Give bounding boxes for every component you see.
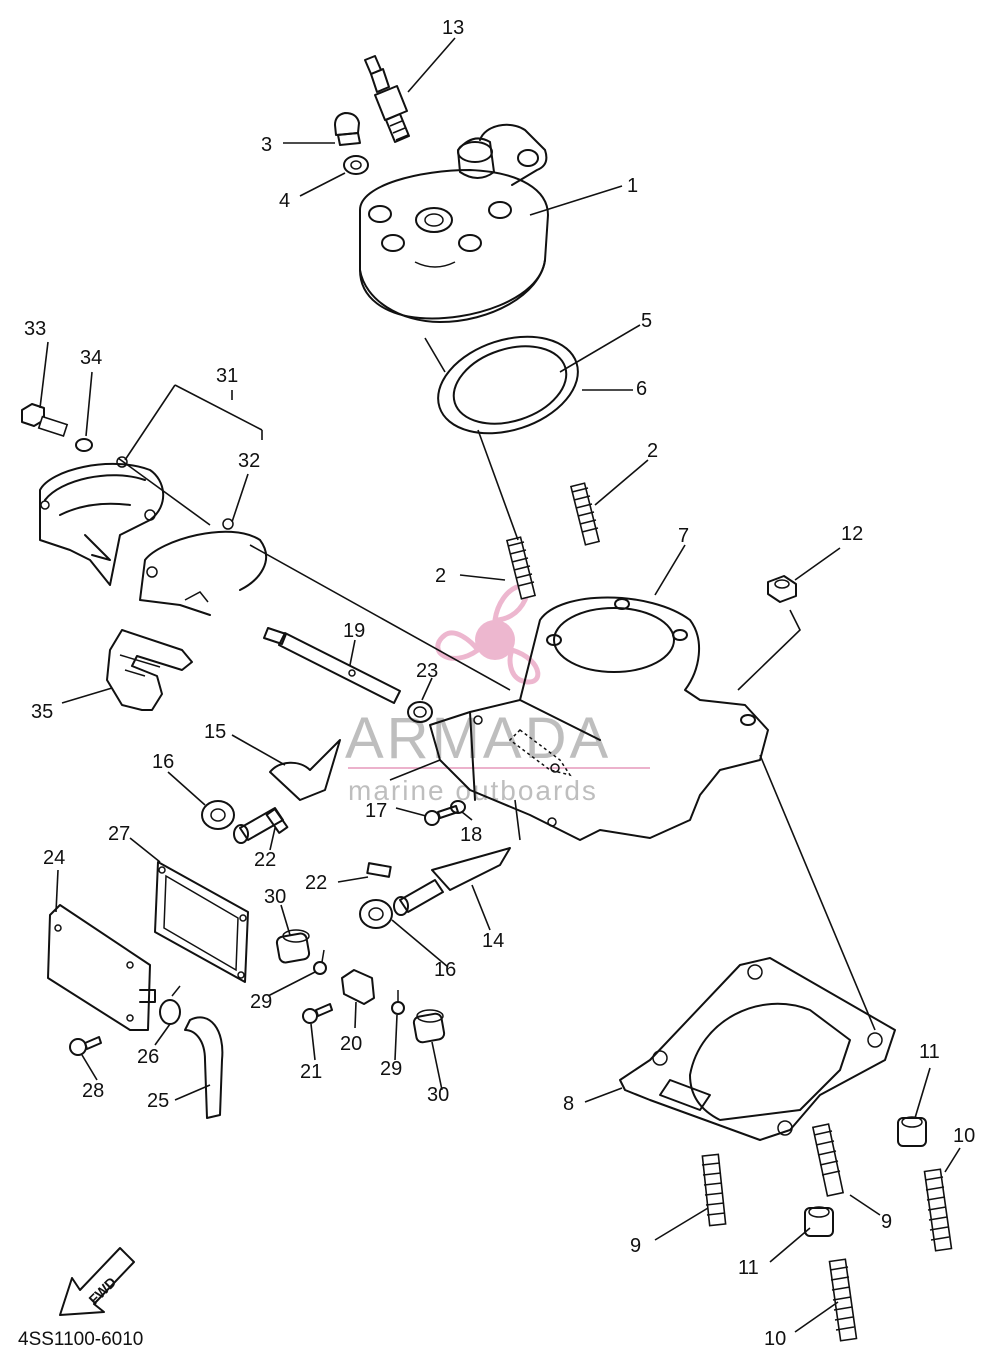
callout-label: 34 <box>80 347 102 369</box>
callout-label: 13 <box>442 17 464 39</box>
nut <box>897 1116 927 1147</box>
callout-label: 22 <box>305 872 327 894</box>
callout-label: 16 <box>152 751 174 773</box>
exhaust-valve-left <box>393 847 511 916</box>
callout-label: 11 <box>919 1041 940 1063</box>
callout-label: 33 <box>24 318 46 340</box>
callout-label: 9 <box>881 1211 892 1233</box>
watermark-logo: ARMADA marine outboards <box>345 583 650 806</box>
pin <box>391 990 405 1015</box>
callout-label: 6 <box>636 378 647 400</box>
callout-label: 5 <box>641 310 652 332</box>
cover-gasket <box>139 518 267 616</box>
stud-bolt <box>505 536 537 600</box>
spark-plug <box>364 55 410 143</box>
callout-label: 1 <box>627 175 638 197</box>
callout-label: 15 <box>204 721 226 743</box>
hose <box>184 1016 224 1119</box>
callout-label: 21 <box>300 1061 322 1083</box>
callout-labels: 13 3 1 4 33 34 31 5 6 32 2 2 7 12 19 23 … <box>24 17 975 1350</box>
cylinder-head <box>359 123 549 323</box>
callout-label: 10 <box>953 1125 975 1147</box>
callout-label: 2 <box>435 565 446 587</box>
spacer <box>412 1009 446 1044</box>
shoulder-screw <box>302 1003 333 1024</box>
leader-lines <box>39 37 961 1333</box>
callout-label: 7 <box>678 525 689 547</box>
callout-label: 28 <box>82 1080 104 1102</box>
cylinder-cover <box>39 456 165 586</box>
callout-label: 25 <box>147 1090 169 1112</box>
callout-label: 16 <box>434 959 456 981</box>
stud-bolt <box>701 1153 727 1227</box>
link-bracket <box>341 969 375 1005</box>
collar <box>407 701 433 723</box>
callout-label: 26 <box>137 1046 159 1068</box>
stud-bolt <box>828 1258 858 1342</box>
valve-cover <box>47 904 156 1031</box>
callout-label: 30 <box>427 1084 449 1106</box>
valve-shaft <box>263 627 401 704</box>
cap-nut <box>767 575 797 603</box>
callout-label: 31 <box>216 365 238 387</box>
base-gasket <box>619 957 896 1141</box>
callout-label: 22 <box>254 849 276 871</box>
callout-label: 17 <box>365 800 387 822</box>
flange-bolt <box>21 403 69 438</box>
callout-label: 35 <box>31 701 53 723</box>
callout-label: 10 <box>764 1328 786 1350</box>
part-code: 4SS1100-6010 <box>18 1329 143 1350</box>
nut <box>804 1206 834 1237</box>
callout-label: 14 <box>482 930 504 952</box>
callout-label: 30 <box>264 886 286 908</box>
callout-label: 2 <box>647 440 658 462</box>
callout-label: 8 <box>563 1093 574 1115</box>
valve-bushing <box>359 899 393 929</box>
cover-gasket-flat <box>154 861 249 983</box>
head-gasket <box>437 335 579 435</box>
spacer <box>275 929 311 964</box>
callout-label: 32 <box>238 450 260 472</box>
hose-clamp <box>159 985 181 1025</box>
cover-screw <box>69 1036 102 1056</box>
callout-label: 12 <box>841 523 863 545</box>
screw <box>424 805 459 826</box>
washer <box>343 155 369 175</box>
rubber-seal <box>106 629 193 711</box>
callout-label: 19 <box>343 620 365 642</box>
callout-label: 20 <box>340 1033 362 1055</box>
dowel-pin <box>366 862 392 878</box>
callout-label: 23 <box>416 660 438 682</box>
stud-bolt <box>569 482 601 546</box>
washer <box>450 800 466 814</box>
callout-label: 29 <box>250 991 272 1013</box>
pin <box>313 949 327 975</box>
watermark-propeller-icon <box>435 583 541 685</box>
callout-label: 4 <box>279 190 290 212</box>
callout-label: 3 <box>261 134 272 156</box>
callout-label: 27 <box>108 823 130 845</box>
valve-bushing <box>201 800 235 830</box>
stud-bolt <box>811 1123 845 1197</box>
cylinder-block <box>429 596 769 841</box>
forward-arrow-icon: FWD <box>59 1247 135 1316</box>
dowel-pin <box>265 808 289 834</box>
callout-label: 24 <box>43 847 65 869</box>
plug-bolt <box>334 112 361 146</box>
callout-label: 29 <box>380 1058 402 1080</box>
stud-bolt <box>923 1168 953 1252</box>
callout-label: 18 <box>460 824 482 846</box>
callout-label: 11 <box>738 1257 759 1279</box>
callout-label: 9 <box>630 1235 641 1257</box>
washer <box>75 438 93 452</box>
